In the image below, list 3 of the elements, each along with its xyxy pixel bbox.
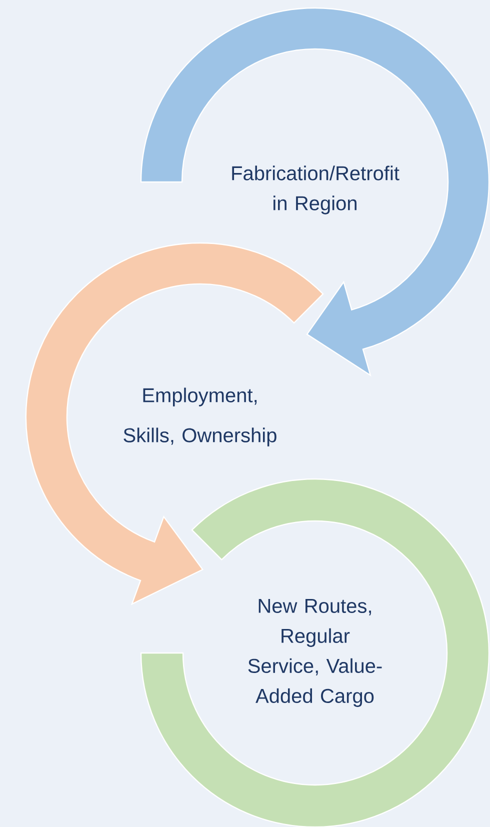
node-text: New Routes, Regular Service, Value- Added Cargo (248, 599, 382, 707)
node-text: Fabrication/Retrofit in Region (232, 166, 400, 214)
node-text: Employment, Skills, Ownership (124, 388, 276, 446)
